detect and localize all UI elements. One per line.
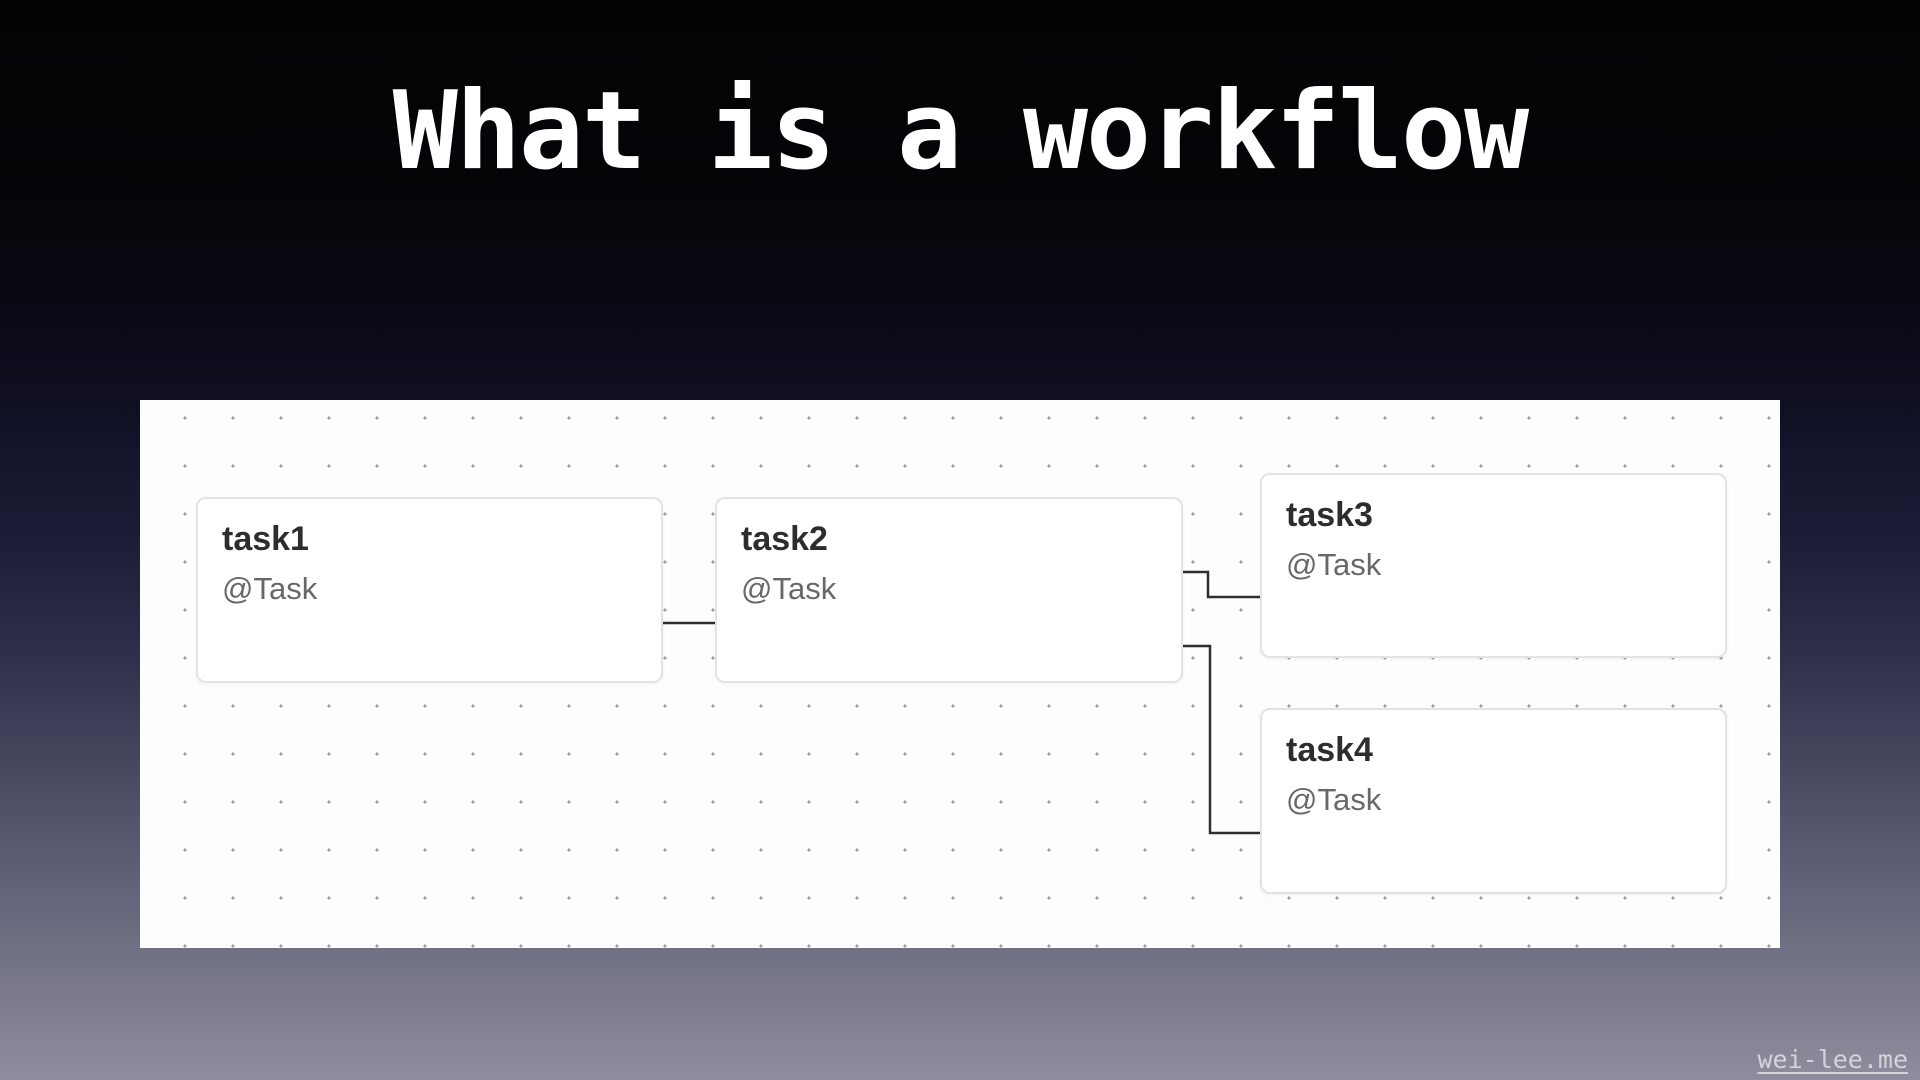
- watermark-link[interactable]: wei-lee.me: [1757, 1045, 1908, 1074]
- node-type-label: @Task: [741, 571, 837, 606]
- node-type-label: @Task: [222, 571, 318, 606]
- flow-edge-task2-task3: [1183, 570, 1260, 599]
- node-title: task4: [1286, 731, 1373, 769]
- node-title: task1: [222, 520, 309, 558]
- flow-node-task2: task2 @Task: [715, 497, 1183, 683]
- node-title: task3: [1286, 496, 1373, 534]
- flow-node-task3: task3 @Task: [1260, 473, 1727, 658]
- flow-node-task4: task4 @Task: [1260, 708, 1727, 894]
- node-type-label: @Task: [1286, 547, 1382, 582]
- workflow-canvas: task1 @Task task2 @Task task3 @Task task4 @Task: [140, 400, 1780, 948]
- flow-node-task1: task1 @Task: [196, 497, 663, 683]
- node-type-label: @Task: [1286, 782, 1382, 817]
- slide-title: What is a workflow: [392, 69, 1529, 194]
- flow-edge-task2-task4: [1183, 644, 1260, 835]
- node-title: task2: [741, 520, 828, 558]
